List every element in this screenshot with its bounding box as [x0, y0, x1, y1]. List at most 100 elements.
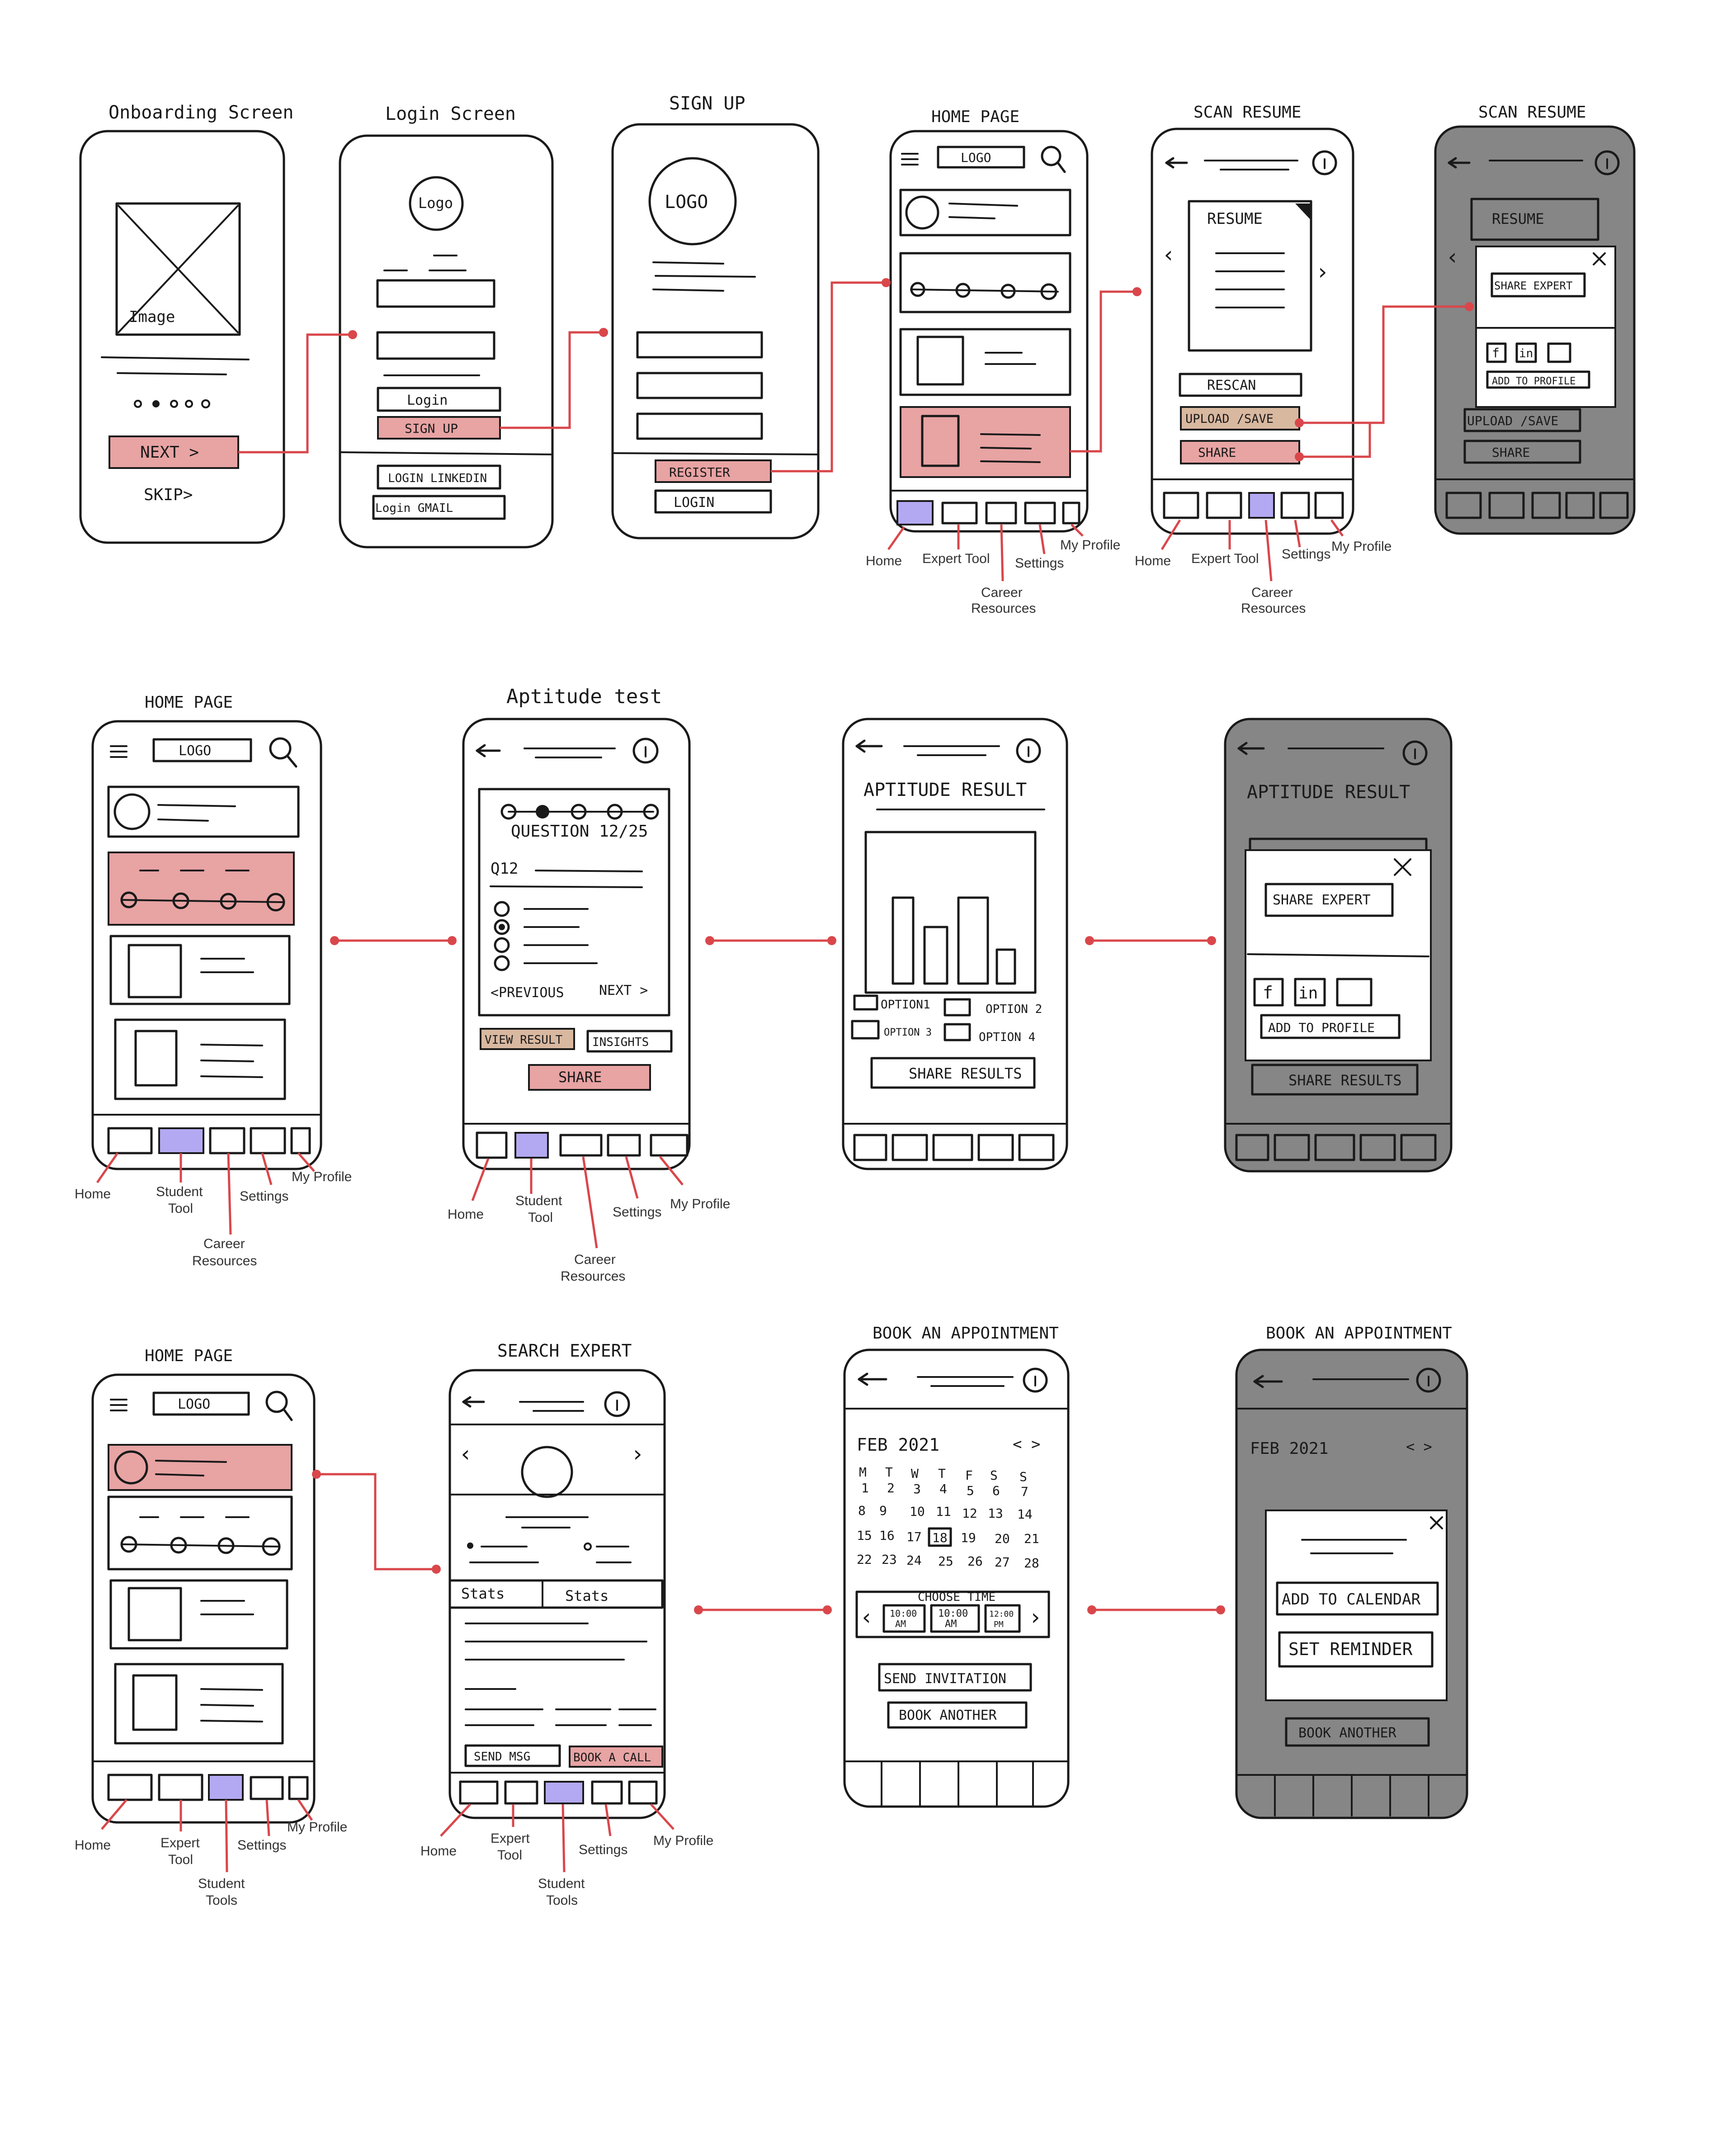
nav-settings-tab[interactable] [607, 1134, 641, 1157]
book-another-button[interactable] [887, 1701, 1028, 1729]
password-field[interactable] [376, 331, 495, 360]
pager-dots[interactable] [134, 399, 210, 408]
time-slot-11am[interactable] [930, 1604, 980, 1633]
nav-tab[interactable] [1274, 1134, 1310, 1161]
nav-home-tab[interactable] [896, 500, 934, 525]
username-field[interactable] [376, 279, 495, 308]
email-field[interactable] [636, 372, 763, 399]
back-arrow-icon[interactable] [855, 739, 883, 753]
info-icon[interactable] [1016, 738, 1041, 763]
info-icon[interactable] [1594, 150, 1620, 175]
add-to-profile-button[interactable] [1486, 370, 1590, 389]
facebook-icon[interactable] [1486, 342, 1507, 363]
carousel-card[interactable] [109, 935, 291, 1005]
nav-tab[interactable] [1359, 1134, 1396, 1161]
linkedin-icon[interactable] [1515, 342, 1537, 363]
nav-profile-tab[interactable] [628, 1780, 658, 1805]
prev-page-icon[interactable]: ‹ [1162, 241, 1175, 268]
bottom-nav[interactable] [1274, 1774, 1429, 1817]
nav-profile-tab[interactable] [1062, 502, 1080, 525]
close-icon[interactable] [1430, 1516, 1443, 1529]
send-invitation-button[interactable] [878, 1663, 1032, 1692]
carousel-card[interactable] [899, 328, 1071, 396]
nav-tab[interactable] [977, 1134, 1014, 1161]
login-button[interactable] [377, 387, 501, 412]
book-another-button[interactable] [1285, 1717, 1430, 1747]
nav-profile-tab[interactable] [1314, 492, 1344, 519]
share-expert-button[interactable] [1491, 272, 1586, 298]
nav-student-tab[interactable] [208, 1774, 244, 1801]
mail-icon[interactable] [1336, 978, 1373, 1007]
share-button[interactable] [1463, 440, 1581, 464]
linkedin-icon[interactable] [1294, 978, 1326, 1007]
nav-home-tab[interactable] [1163, 492, 1199, 519]
nav-home-tab[interactable] [1445, 492, 1482, 519]
signup-button[interactable] [377, 416, 501, 440]
nav-career-tab[interactable] [1531, 492, 1561, 519]
password-field[interactable] [636, 412, 763, 440]
nav-student-tab[interactable] [514, 1132, 549, 1159]
nav-tab[interactable] [1018, 1134, 1055, 1161]
book-call-button[interactable] [569, 1746, 663, 1768]
nav-home-tab[interactable] [107, 1774, 153, 1801]
nav-profile-tab[interactable] [650, 1134, 689, 1157]
nav-expert-tab[interactable] [1488, 492, 1525, 519]
progress-card-highlighted[interactable] [108, 852, 295, 926]
nav-home-tab[interactable] [459, 1780, 499, 1805]
linkedin-login-button[interactable] [377, 464, 501, 490]
nav-career-tab[interactable] [985, 502, 1017, 525]
nav-tab[interactable] [1314, 1134, 1355, 1161]
profile-card[interactable] [899, 189, 1071, 237]
back-arrow-icon[interactable] [1165, 157, 1188, 169]
name-field[interactable] [636, 331, 763, 359]
send-message-button[interactable] [464, 1744, 561, 1767]
carousel-card[interactable] [109, 1579, 288, 1650]
prev-time-icon[interactable]: ‹ [860, 1604, 873, 1630]
progress-card[interactable] [899, 252, 1071, 313]
login-button[interactable] [654, 489, 772, 514]
skip-link[interactable]: SKIP> [144, 486, 193, 504]
nav-home-tab[interactable] [107, 1127, 153, 1154]
answer-options[interactable] [494, 901, 598, 971]
search-icon[interactable] [265, 1391, 293, 1421]
nav-student-tab[interactable] [544, 1781, 584, 1804]
nav-tab[interactable] [853, 1134, 887, 1161]
back-arrow-icon[interactable] [1448, 157, 1471, 169]
nav-settings-tab[interactable] [250, 1776, 284, 1800]
nav-career-tab[interactable] [559, 1134, 603, 1157]
search-icon[interactable] [269, 737, 297, 768]
share-expert-button[interactable] [1264, 883, 1394, 917]
info-icon[interactable] [604, 1391, 630, 1417]
time-slot-10am[interactable] [882, 1604, 926, 1633]
profile-card[interactable] [107, 785, 300, 838]
share-results-button[interactable] [870, 1057, 1036, 1089]
nav-career-tab[interactable] [1248, 492, 1275, 519]
back-arrow-icon[interactable] [1237, 742, 1265, 755]
nav-home-tab[interactable] [476, 1131, 508, 1159]
selected-date[interactable] [928, 1527, 952, 1547]
nav-profile-tab[interactable] [288, 1776, 309, 1800]
nav-tab[interactable] [892, 1134, 928, 1161]
share-results-button[interactable] [1251, 1064, 1419, 1096]
nav-tab[interactable] [1400, 1134, 1437, 1161]
resume-card[interactable] [114, 1663, 284, 1745]
prev-expert-icon[interactable]: ‹ [459, 1441, 472, 1467]
next-expert-icon[interactable]: › [631, 1441, 644, 1467]
set-reminder-button[interactable] [1278, 1631, 1434, 1668]
back-arrow-icon[interactable] [462, 1396, 485, 1408]
stats-tab-2[interactable]: Stats [565, 1587, 609, 1604]
close-icon[interactable] [1394, 858, 1411, 876]
nav-tab[interactable] [1235, 1134, 1269, 1161]
month-nav[interactable]: < > [1406, 1438, 1432, 1455]
back-arrow-icon[interactable] [476, 744, 501, 757]
info-icon[interactable] [1402, 740, 1428, 766]
hamburger-menu-icon[interactable] [901, 153, 919, 166]
gmail-login-button[interactable] [372, 495, 506, 520]
nav-settings-tab[interactable] [1565, 492, 1595, 519]
resume-card[interactable] [114, 1018, 286, 1100]
next-page-icon[interactable]: › [1316, 259, 1329, 285]
close-icon[interactable] [1593, 252, 1606, 265]
upload-save-button[interactable] [1180, 406, 1300, 431]
search-icon[interactable] [1041, 146, 1066, 173]
nav-profile-tab[interactable] [1599, 492, 1629, 519]
